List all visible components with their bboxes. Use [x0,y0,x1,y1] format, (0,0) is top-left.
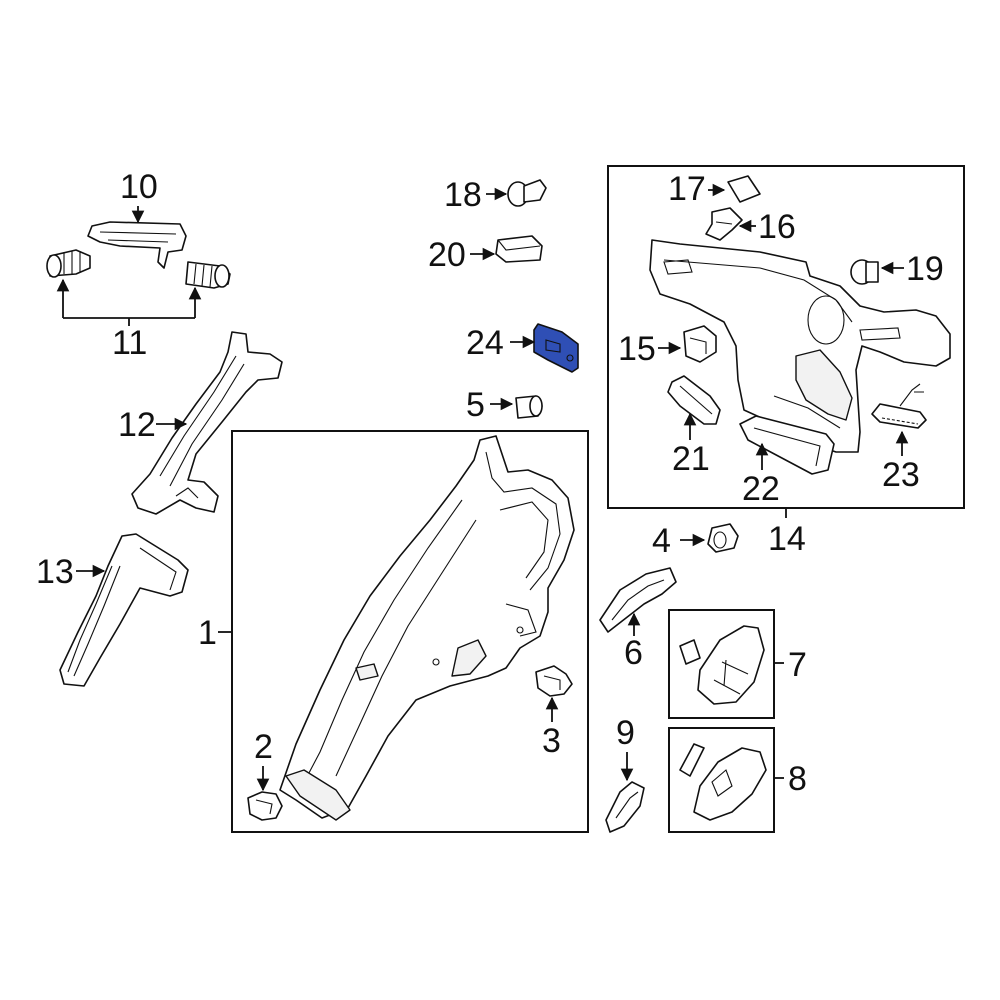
part-24-seal-highlighted[interactable] [533,323,579,373]
part-7-cover-assembly[interactable] [679,625,765,705]
callout-3: 3 [542,722,561,760]
group-frame-8 [668,727,775,833]
part-8-cover-assembly[interactable] [679,743,767,821]
part-19-grommet[interactable] [850,259,879,285]
callout-24: 24 [466,324,504,362]
callout-2: 2 [254,728,273,766]
part-21-handle[interactable] [667,375,721,425]
callout-18: 18 [444,176,482,214]
part-5-cap[interactable] [515,395,543,419]
callout-9: 9 [616,714,635,752]
callout-6: 6 [624,634,643,672]
part-11-stud-right[interactable] [185,261,231,289]
part-11-stud-left[interactable] [46,249,91,278]
part-6-trim-ring[interactable] [599,567,677,633]
callout-19: 19 [906,250,944,288]
callout-15: 15 [618,330,656,368]
callout-4: 4 [652,522,671,560]
callout-1: 1 [198,614,217,652]
group-frame-7 [668,609,775,719]
callout-14: 14 [768,520,806,558]
part-10-bracket[interactable] [87,221,187,269]
part-3-bracket[interactable] [535,665,573,697]
callout-20: 20 [428,236,466,274]
part-14-trim-panel[interactable] [649,239,951,453]
part-13-pillar-panel[interactable] [59,533,189,687]
callout-7: 7 [788,646,807,684]
callout-23: 23 [882,456,920,494]
part-4-grommet[interactable] [707,523,739,553]
callout-11: 11 [112,324,147,362]
callout-12: 12 [118,406,156,444]
part-12-reinforcement[interactable] [131,331,283,515]
part-2-clip[interactable] [247,791,283,821]
part-1-quarter-panel[interactable] [279,435,575,821]
part-16-clip[interactable] [705,207,743,241]
part-24-fill [533,323,579,373]
callout-17: 17 [668,170,706,208]
part-23-lamp[interactable] [871,383,927,429]
callout-21: 21 [672,440,710,478]
callout-5: 5 [466,386,485,424]
callout-8: 8 [788,760,807,798]
callout-10: 10 [120,168,158,206]
part-15-clip[interactable] [683,325,717,363]
callout-16: 16 [758,208,796,246]
part-9-trim[interactable] [605,781,645,833]
callout-22: 22 [742,470,780,508]
part-17-clip[interactable] [727,175,761,203]
part-18-push-pin[interactable] [507,179,547,207]
part-20-pad[interactable] [495,235,543,263]
callout-13: 13 [36,553,74,591]
bracket-11 [63,317,195,326]
